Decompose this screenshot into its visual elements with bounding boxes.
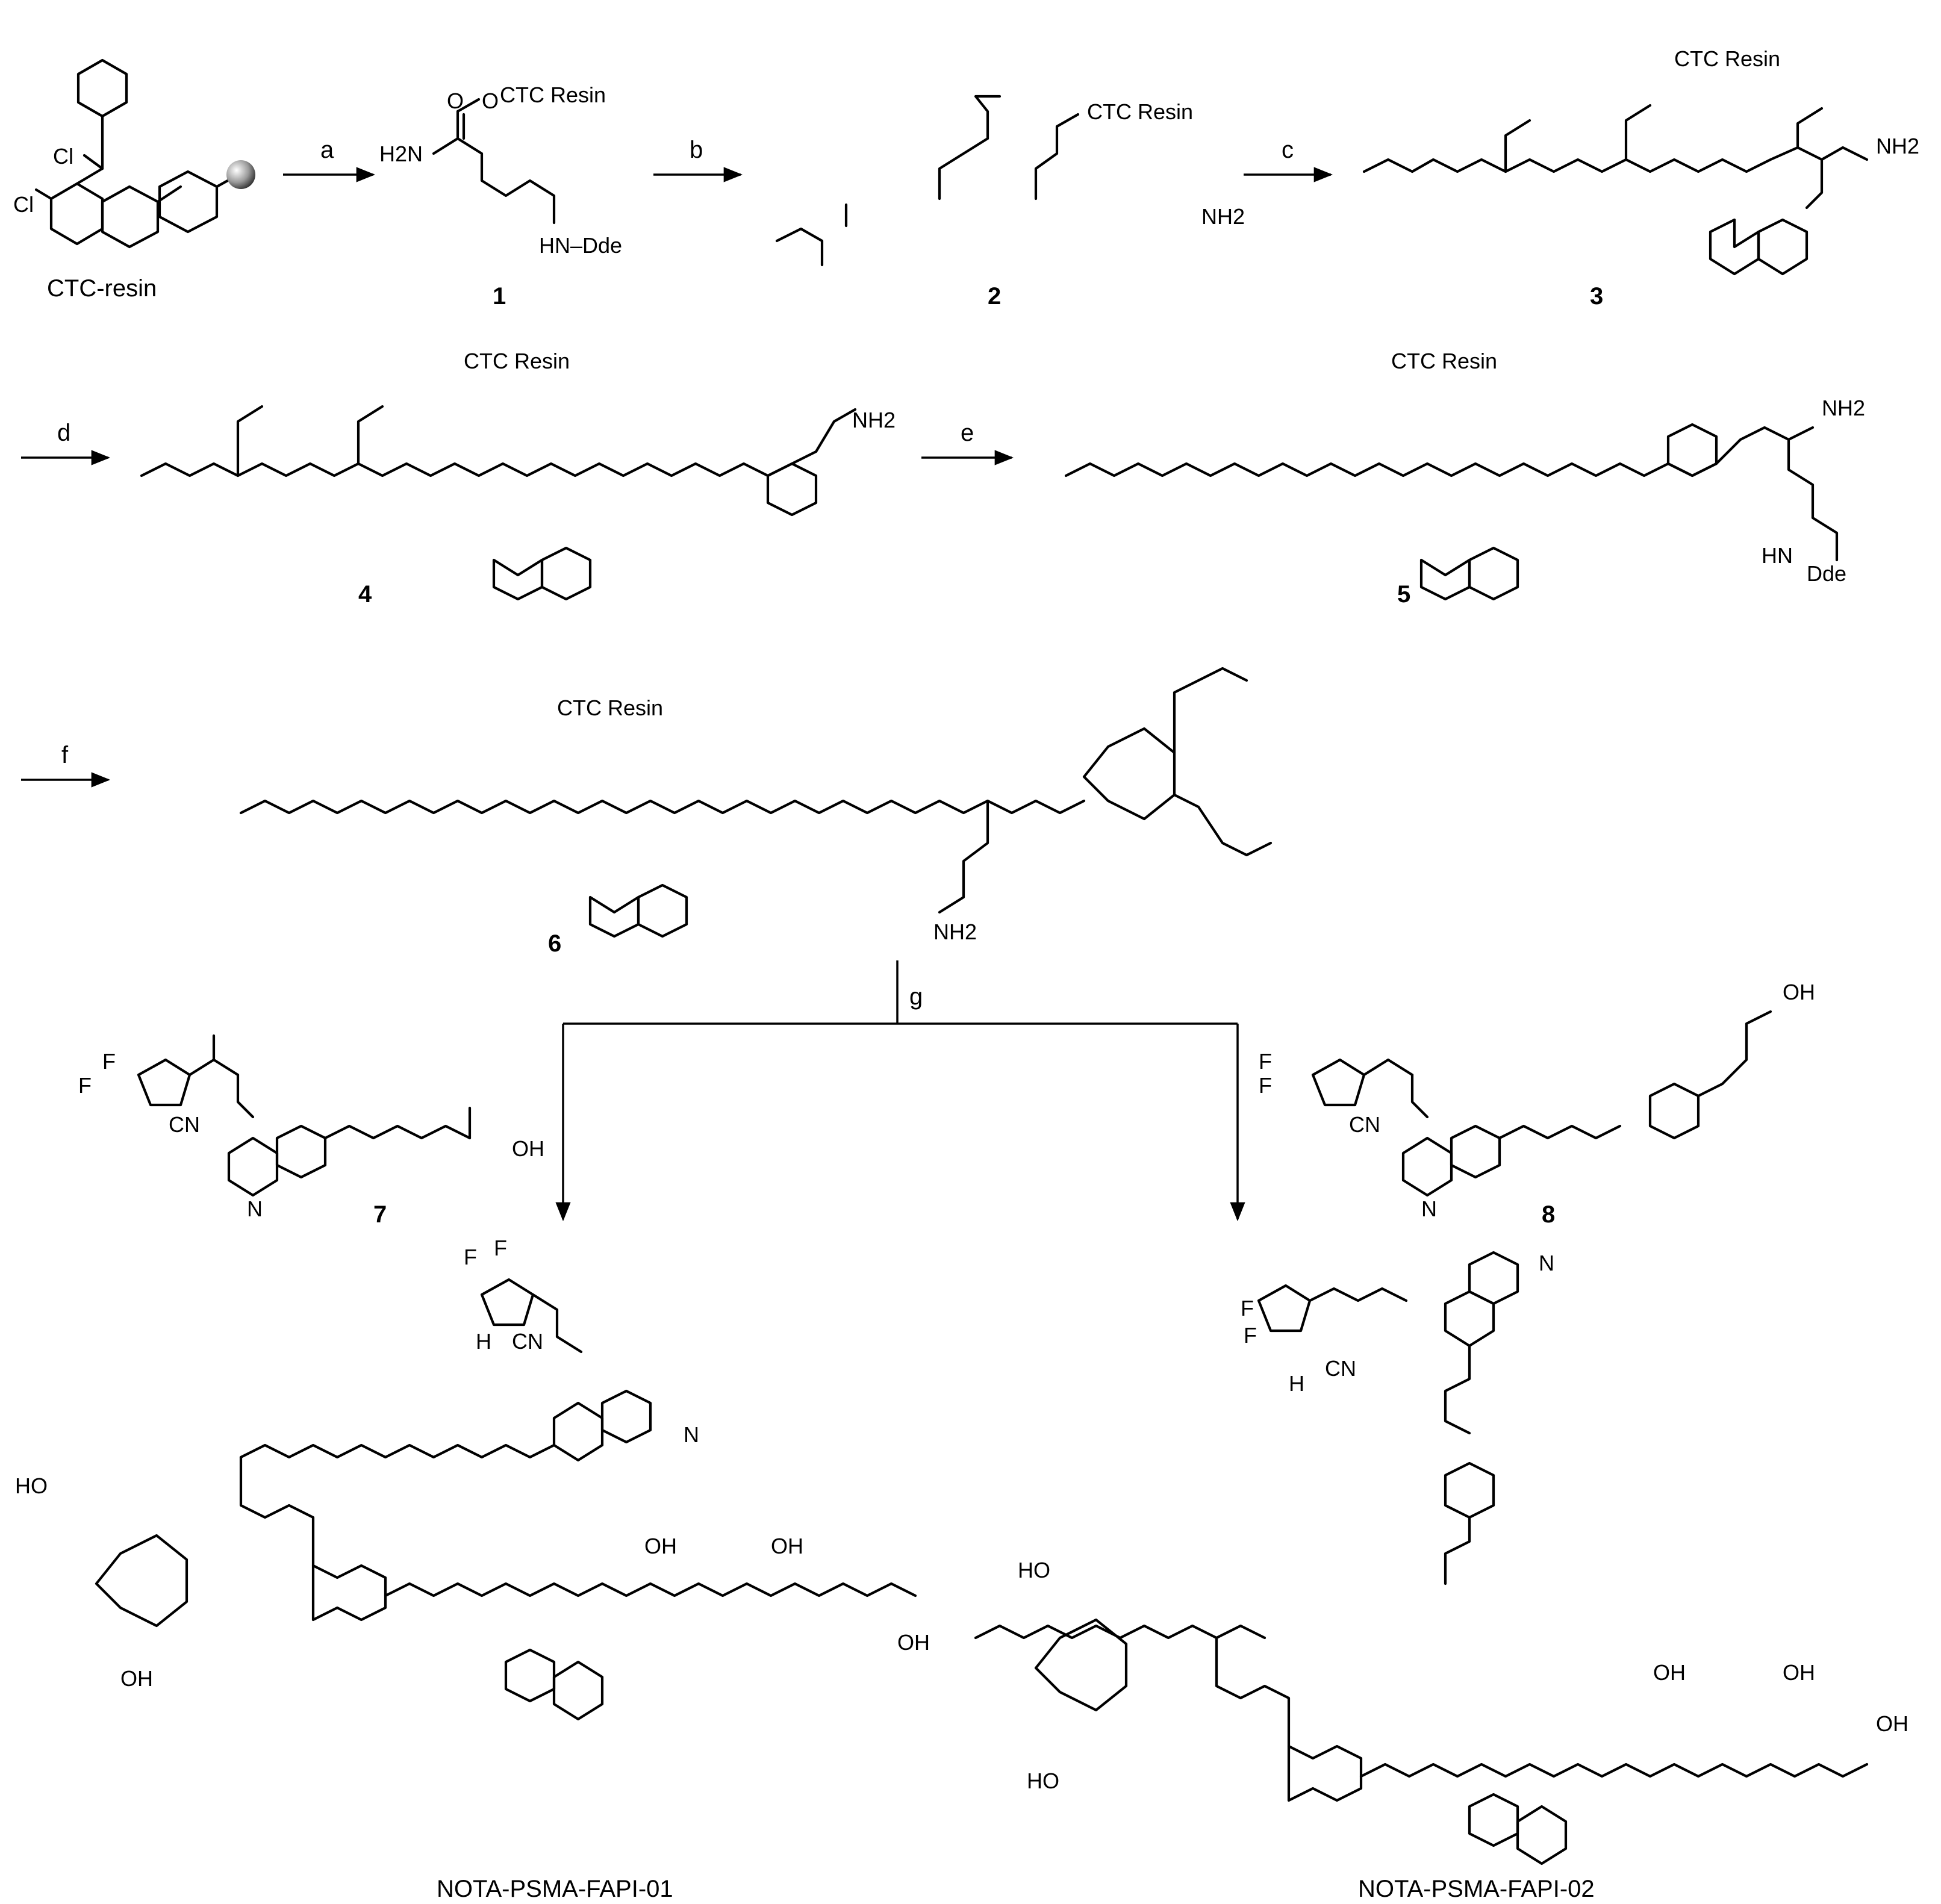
o-atom: O <box>447 89 464 113</box>
step-f: f <box>21 742 111 788</box>
ctc-resin-label: CTC-resin <box>47 275 157 302</box>
ctc-label: CTC Resin <box>1674 46 1780 71</box>
oh-label: OH <box>1876 1711 1908 1736</box>
oh-label: OH <box>1783 980 1815 1004</box>
f-atom: F <box>102 1049 116 1074</box>
f-atom: F <box>78 1073 92 1098</box>
compound-6: CTC Resin NH2 6 <box>239 667 1273 957</box>
compound-2: CTC Resin NH2 2 <box>775 95 1245 310</box>
cn-label: CN <box>1349 1112 1380 1137</box>
f-atom: F <box>494 1236 507 1260</box>
oh-label: OH <box>512 1136 544 1161</box>
compound-7-label: 7 <box>373 1201 387 1228</box>
f-atom: F <box>1259 1073 1272 1098</box>
cn-label: CN <box>512 1329 543 1354</box>
f-atom: F <box>1241 1296 1254 1321</box>
ho-label: HO <box>15 1473 48 1498</box>
ctc-label: CTC Resin <box>500 82 606 107</box>
h2n-label: H2N <box>379 142 423 166</box>
n-atom: N <box>1421 1196 1437 1221</box>
h-atom: H <box>1289 1371 1304 1396</box>
dde-label: Dde <box>1807 561 1846 586</box>
compound-5: CTC Resin NH2 HN Dde 5 <box>1064 349 1865 608</box>
step-a-label: a <box>320 137 334 163</box>
ctc-label: CTC Resin <box>464 349 570 373</box>
oh-label: OH <box>644 1534 677 1558</box>
step-e-label: e <box>961 420 974 446</box>
cn-label: CN <box>169 1112 200 1137</box>
ctc-label: CTC Resin <box>1391 349 1497 373</box>
hn-label: HN <box>1762 543 1793 568</box>
resin-bead-icon <box>226 160 255 189</box>
o-atom: O <box>482 89 499 113</box>
oh-label: OH <box>120 1666 153 1691</box>
nota-psma-fapi-02-structure: F F CN H N HO HO OH OH OH NOTA-PSMA-FAPI… <box>974 1251 1908 1902</box>
compound-3: CTC Resin NH2 3 <box>1362 46 1919 310</box>
h-atom: H <box>476 1329 491 1354</box>
f-atom: F <box>1259 1049 1272 1074</box>
nh2-label: NH2 <box>1876 134 1919 158</box>
step-e: e <box>921 420 1014 465</box>
step-b: b <box>653 137 743 182</box>
oh-label: OH <box>1783 1660 1815 1685</box>
oh-label: OH <box>1653 1660 1686 1685</box>
n-atom: N <box>247 1196 263 1221</box>
cl-atom-1: Cl <box>53 144 73 169</box>
nh2-label: NH2 <box>1201 204 1245 229</box>
n-atom: N <box>1539 1251 1554 1275</box>
f-atom: F <box>1244 1323 1257 1348</box>
ho-label: HO <box>1027 1769 1059 1793</box>
ho-label: HO <box>1018 1558 1050 1582</box>
compound-5-label: 5 <box>1397 581 1410 608</box>
compound-1-label: 1 <box>493 283 506 310</box>
cn-label: CN <box>1325 1356 1356 1381</box>
ctc-label: CTC Resin <box>1087 99 1193 124</box>
nh2-label: NH2 <box>933 919 977 944</box>
step-b-label: b <box>690 137 703 163</box>
compound-3-label: 3 <box>1590 283 1603 310</box>
step-a: a <box>283 137 376 182</box>
compound-7: F F CN OH N 7 <box>78 1034 544 1228</box>
compound-4: CTC Resin NH2 4 <box>140 349 896 608</box>
n-atom: N <box>684 1422 699 1447</box>
hn-dde-label: HN–Dde <box>539 233 622 258</box>
ctc-resin-structure: Cl Cl CTC-resin <box>13 58 255 302</box>
compound-8: F F CN OH N 8 <box>1259 980 1815 1228</box>
step-d: d <box>21 420 111 465</box>
cl-atom-2: Cl <box>13 192 34 217</box>
compound-8-label: 8 <box>1542 1201 1555 1228</box>
nota-psma-fapi-02-label: NOTA-PSMA-FAPI-02 <box>1358 1876 1595 1902</box>
compound-1: O O CTC Resin H2N HN–Dde 1 <box>379 82 622 310</box>
compound-4-label: 4 <box>358 581 372 608</box>
nota-psma-fapi-01-structure: F F CN H N HO OH OH OH OH NOTA-PSMA-FAPI… <box>15 1236 930 1902</box>
nota-psma-fapi-01-label: NOTA-PSMA-FAPI-01 <box>437 1876 673 1902</box>
step-c: c <box>1244 137 1333 182</box>
compound-2-label: 2 <box>988 283 1001 310</box>
ctc-label: CTC Resin <box>557 695 663 720</box>
step-g-label: g <box>909 983 923 1010</box>
step-f-label: f <box>61 742 69 768</box>
step-g: g <box>555 960 1245 1222</box>
nh2-label: NH2 <box>1822 396 1865 420</box>
nh2-label: NH2 <box>852 408 896 432</box>
step-d-label: d <box>57 420 70 446</box>
compound-6-label: 6 <box>548 930 561 957</box>
step-c-label: c <box>1282 137 1294 163</box>
f-atom: F <box>464 1245 477 1269</box>
oh-label: OH <box>771 1534 803 1558</box>
oh-label: OH <box>897 1630 930 1655</box>
